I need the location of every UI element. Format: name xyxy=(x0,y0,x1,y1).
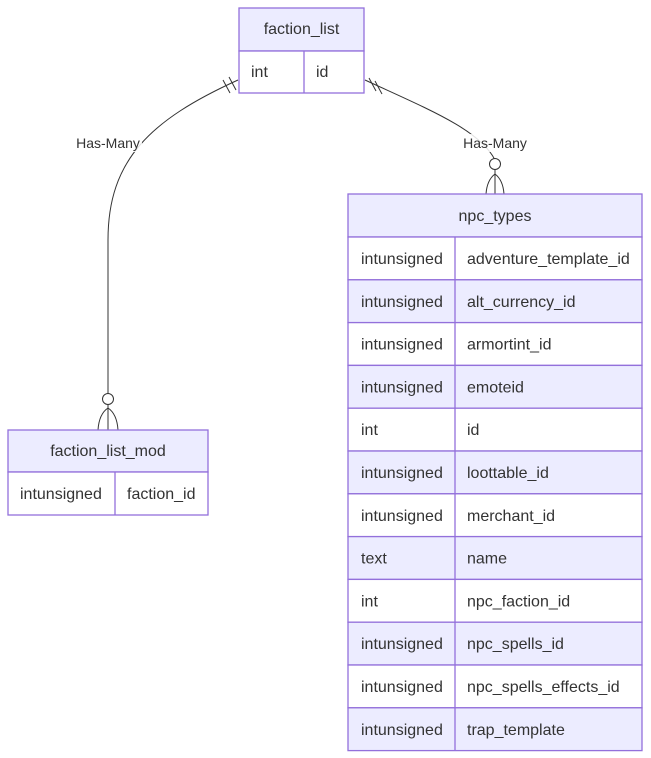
attribute-name: armortint_id xyxy=(467,337,551,354)
attribute-name: loottable_id xyxy=(467,465,549,482)
attribute-type: int xyxy=(361,422,378,439)
attribute-type: intunsigned xyxy=(361,379,443,396)
attribute-type: intunsigned xyxy=(361,294,443,311)
entity-header xyxy=(7,429,209,473)
relationship-label-bg xyxy=(461,134,529,152)
attribute-name: npc_faction_id xyxy=(467,593,570,610)
attribute-type: intunsigned xyxy=(361,337,443,354)
relationship-label-bg xyxy=(74,134,142,152)
relationship-label-right: Has-Many xyxy=(463,135,527,151)
attribute-type: text xyxy=(361,551,387,568)
relationship-faction-list-to-npc-types: Has-Many xyxy=(364,77,529,195)
attribute-type: intunsigned xyxy=(361,679,443,696)
entity-title: faction_list_mod xyxy=(50,443,166,460)
attribute-name: emoteid xyxy=(467,379,524,396)
entity-row xyxy=(347,493,643,538)
attribute-name: faction_id xyxy=(127,486,196,503)
attribute-name: alt_currency_id xyxy=(467,294,576,311)
attribute-type: intunsigned xyxy=(361,465,443,482)
entity-row xyxy=(347,364,643,409)
attribute-name: merchant_id xyxy=(467,508,555,525)
attribute-name: adventure_template_id xyxy=(467,251,630,268)
entity-title: npc_types xyxy=(459,208,532,225)
entity-title: faction_list xyxy=(264,21,340,38)
attribute-type: int xyxy=(361,593,378,610)
entity-npc-types: npc_types intunsigned adventure_template_… xyxy=(347,193,643,752)
attribute-name: trap_template xyxy=(467,722,565,739)
attribute-type: int xyxy=(251,64,268,81)
entity-row xyxy=(347,236,643,281)
entity-row xyxy=(347,707,643,752)
entity-row xyxy=(347,578,643,623)
entity-row xyxy=(347,450,643,495)
entity-faction-list: faction_list int id xyxy=(238,7,365,94)
entity-row xyxy=(238,50,365,94)
entity-header xyxy=(347,193,643,238)
entity-row xyxy=(7,471,209,516)
attribute-type: intunsigned xyxy=(361,251,443,268)
entity-header xyxy=(238,7,365,52)
entity-faction-list-mod: faction_list_mod intunsigned faction_id xyxy=(7,429,209,516)
attribute-name: id xyxy=(467,422,479,439)
entity-row xyxy=(347,279,643,324)
attribute-name: npc_spells_effects_id xyxy=(467,679,620,696)
attribute-type: intunsigned xyxy=(361,636,443,653)
entity-row xyxy=(347,621,643,666)
attribute-type: intunsigned xyxy=(20,486,102,503)
relationship-faction-list-to-faction-list-mod: Has-Many xyxy=(74,76,239,431)
attribute-name: id xyxy=(316,64,328,81)
attribute-type: intunsigned xyxy=(361,722,443,739)
attribute-type: intunsigned xyxy=(361,508,443,525)
attribute-name: npc_spells_id xyxy=(467,636,564,653)
relationship-label-left: Has-Many xyxy=(76,135,140,151)
entity-row xyxy=(347,407,643,452)
attribute-name: name xyxy=(467,551,507,568)
